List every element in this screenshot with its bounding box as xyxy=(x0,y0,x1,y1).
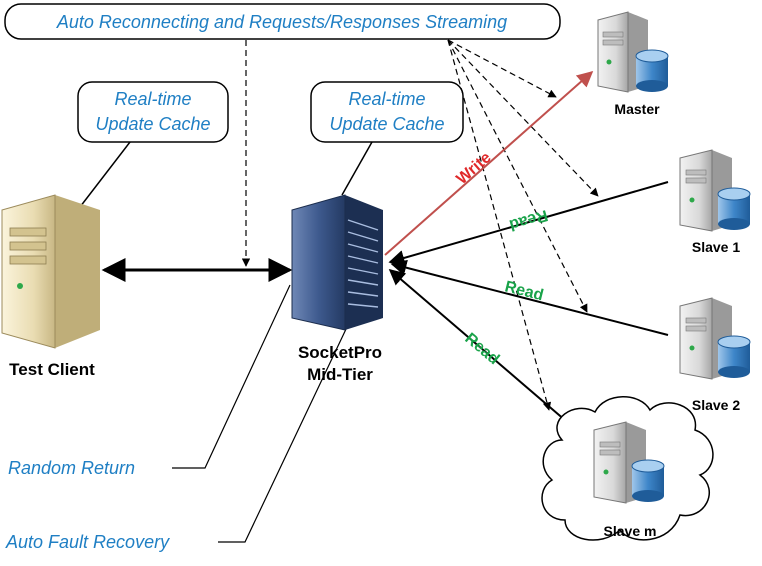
slave2-label: Slave 2 xyxy=(692,397,740,413)
slavem-db-icon xyxy=(631,459,665,502)
master-db-icon xyxy=(635,49,669,92)
midtier-server-icon xyxy=(291,194,383,331)
master-server-icon xyxy=(597,11,648,93)
top-banner-text: Auto Reconnecting and Requests/Responses… xyxy=(56,12,507,32)
midtier-label-line2: Mid-Tier xyxy=(307,365,373,384)
streaming-dashed-lines xyxy=(241,39,599,411)
auto-fault-recovery-pointer xyxy=(218,267,376,543)
auto-fault-recovery-text: Auto Fault Recovery xyxy=(5,532,170,552)
read-line-slave1 xyxy=(388,181,669,266)
test-client-server-icon xyxy=(1,194,100,349)
dash-to-slave2 xyxy=(447,39,588,313)
dash-to-slave1 xyxy=(447,39,599,197)
cache-left-box xyxy=(77,81,229,143)
read-line-slave2 xyxy=(390,259,669,336)
midtier-label-line1: SocketPro xyxy=(298,343,382,362)
slave1-db-icon xyxy=(717,187,751,230)
slave2-db-icon xyxy=(717,335,751,378)
top-banner-box xyxy=(4,3,561,40)
random-return-pointer xyxy=(172,284,291,469)
random-return-text: Random Return xyxy=(8,458,135,478)
dash-to-master xyxy=(447,39,557,98)
cache-left-line2: Update Cache xyxy=(95,114,210,134)
read-label-1: Read xyxy=(507,206,549,233)
write-label: Write xyxy=(453,149,494,188)
cache-mid-line1: Real-time xyxy=(348,89,425,109)
master-label: Master xyxy=(614,101,660,117)
read-line-slavem xyxy=(388,268,581,434)
cache-mid-line2: Update Cache xyxy=(329,114,444,134)
cache-mid-pointer xyxy=(341,141,373,196)
cache-left-line1: Real-time xyxy=(114,89,191,109)
read-label-2: Read xyxy=(503,278,545,304)
cache-mid-box xyxy=(310,81,464,143)
read-label-3: Read xyxy=(461,330,502,368)
slavem-label: Slave m xyxy=(604,523,657,539)
slave1-label: Slave 1 xyxy=(692,239,740,255)
dash-to-slavem xyxy=(447,39,552,411)
test-client-label: Test Client xyxy=(9,360,95,379)
write-line xyxy=(384,70,594,256)
